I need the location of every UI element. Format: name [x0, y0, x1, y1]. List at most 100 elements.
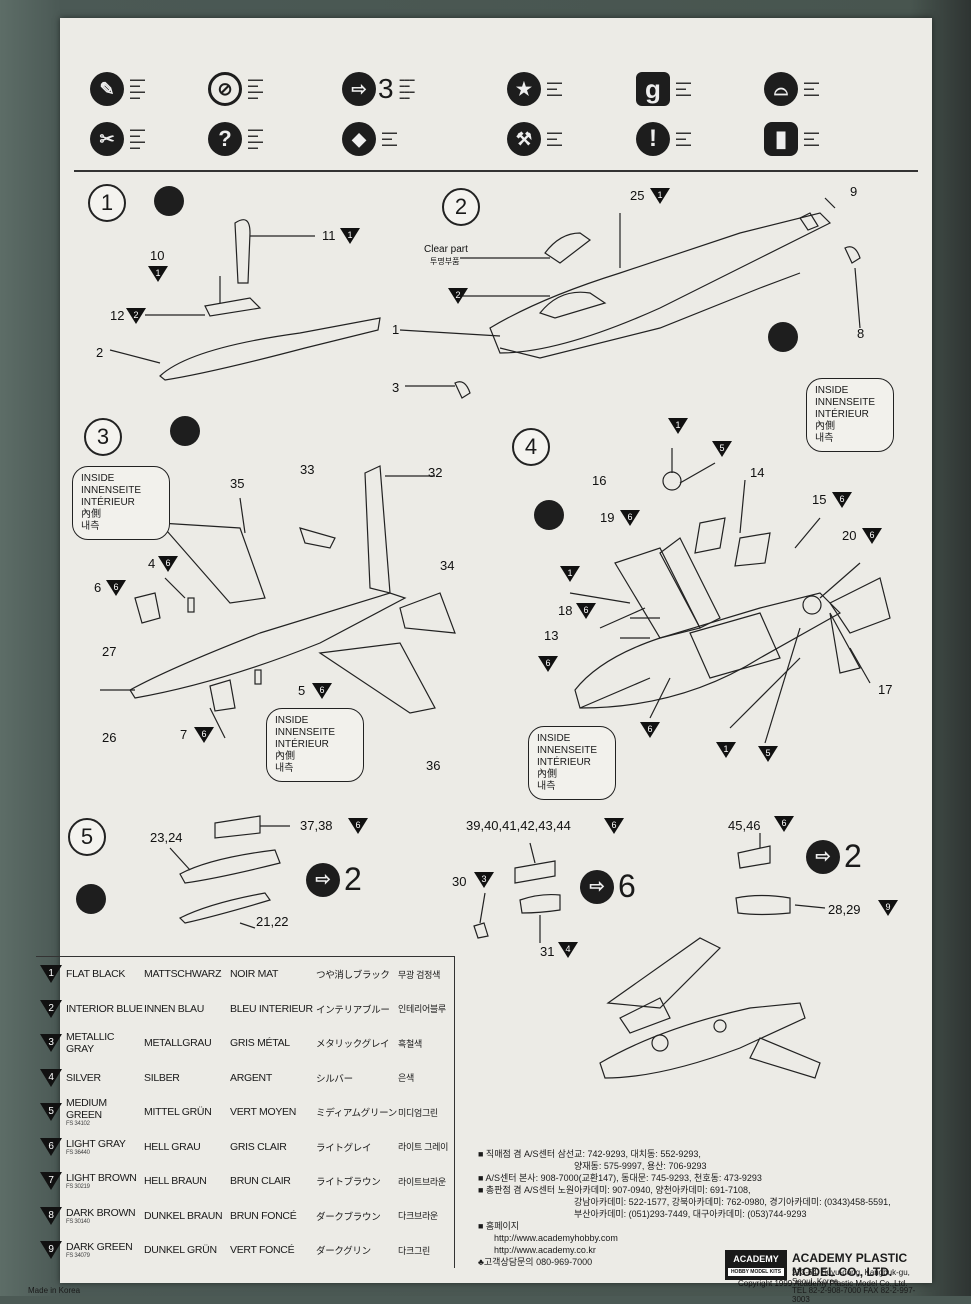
part-label: 15: [812, 492, 827, 507]
part-label: 23,24: [150, 830, 183, 845]
caution-icon: !: [636, 122, 670, 156]
paint-name-kr: 라이트브라운: [398, 1176, 446, 1187]
paint-name-jp: メタリックグレイ: [316, 1039, 390, 1051]
copyright-notice: Copyright 1999 Academy Plastic Model Co.…: [738, 1279, 908, 1288]
legend-symmetric: ◆ ▬▬▬▬▬▬▬▬: [342, 122, 397, 156]
inside-note-bubble: INSIDE INNENSEITE INTÉRIEUR 內側 내측: [806, 378, 894, 452]
svg-text:6: 6: [647, 724, 652, 734]
paint-marker: 5: [758, 746, 778, 762]
drill-icon: ⚒: [507, 122, 541, 156]
svg-text:7: 7: [48, 1175, 54, 1186]
svg-text:2: 2: [48, 1003, 54, 1014]
inside-note-bubble: INSIDE INNENSEITE INTÉRIEUR 內側 내측: [266, 708, 364, 782]
part-label: 6: [94, 580, 102, 595]
svg-text:1: 1: [675, 420, 680, 430]
fs-code: FS 30219: [66, 1184, 90, 1191]
paint-marker: 1: [340, 228, 360, 244]
svg-text:4: 4: [48, 1072, 54, 1083]
paint-number: 7: [36, 1172, 66, 1191]
instruction-sheet: ✎ ▬▬▬▬▬▬▬▬▬▬ ⊘ ▬▬▬▬▬▬▬▬▬▬ ⇨ 3 ▬▬▬▬▬▬▬▬▬▬…: [28, 18, 932, 1304]
question-icon: ?: [208, 122, 242, 156]
repeat-marker: ⇨ 2: [806, 838, 862, 875]
svg-text:6: 6: [583, 605, 588, 615]
paint-name-en: INTERIOR BLUE: [66, 1003, 144, 1015]
svg-text:2: 2: [133, 310, 138, 320]
paint-marker: 6: [604, 818, 624, 834]
step-1-drawing: [109, 219, 381, 381]
do-not-glue-icon: ⊘: [208, 72, 242, 106]
svg-text:1: 1: [657, 190, 662, 200]
svg-text:6: 6: [839, 494, 844, 504]
service-center-info: ■ 직매점 겸 A/S센터 삼선교: 742-9293, 대치동: 552-92…: [478, 1148, 891, 1268]
repeat-icon: ⇨: [342, 72, 376, 106]
contact-line: ■ 홈페이지: [478, 1221, 520, 1231]
contact-line: ■ A/S센터 본사: 908-7000(교환147), 동대문: 745-92…: [478, 1173, 762, 1183]
paint-en-text: LIGHT GRAY: [66, 1137, 126, 1150]
bubble-line: INTÉRIEUR: [81, 497, 135, 508]
paint-en-text: MEDIUM GREEN: [66, 1097, 107, 1122]
website-link[interactable]: http://www.academyhobby.com: [494, 1233, 618, 1243]
paint-name-fr: GRIS CLAIR: [230, 1140, 287, 1153]
svg-text:6: 6: [355, 820, 360, 830]
bubble-line: 內側: [81, 509, 101, 520]
paint-number: 8: [36, 1206, 66, 1225]
paint-marker: 6: [158, 556, 178, 572]
part-label: 39,40,41,42,43,44: [466, 818, 571, 833]
paint-marker: 6: [576, 603, 596, 619]
paint-en-text: LIGHT BROWN: [66, 1172, 137, 1185]
contact-line: 양재동: 575-9997, 용산: 706-9293: [574, 1161, 707, 1171]
part-label: 19: [600, 510, 615, 525]
svg-text:6: 6: [165, 558, 170, 568]
part-label: 2: [96, 345, 104, 360]
legend-glue: ✎ ▬▬▬▬▬▬▬▬▬▬: [90, 72, 145, 106]
paint-en-text: FLAT BLACK: [66, 968, 126, 981]
contact-line: 부산아카데미: (051)293-7449, 대구아카데미: (053)744-…: [574, 1209, 807, 1219]
svg-text:6: 6: [869, 530, 874, 540]
step-3-drawing: [100, 465, 456, 739]
paint-marker: 9: [878, 900, 898, 916]
paint-marker: 6: [538, 656, 558, 672]
step-3-number: 3: [84, 418, 122, 456]
paint-name-de: INNEN BLAU: [144, 1002, 205, 1015]
part-label: 34: [440, 558, 455, 573]
part-label: 8: [857, 326, 865, 341]
glue-icon: [768, 322, 798, 352]
paint-name-kr: 은색: [398, 1073, 414, 1084]
paint-name-de: HELL BRAUN: [144, 1175, 207, 1188]
website-link[interactable]: http://www.academy.co.kr: [494, 1245, 596, 1255]
repeat-marker: ⇨ 6: [580, 868, 636, 905]
paint-marker: 1: [560, 566, 580, 582]
bubble-line: 內側: [275, 751, 295, 762]
paint-name-jp: ライトグレイ: [316, 1142, 372, 1154]
bubble-line: 내측: [537, 781, 556, 792]
part-label: 26: [102, 730, 117, 745]
part-label: 5: [298, 683, 306, 698]
weight-icon: g: [636, 72, 670, 106]
part-label: 10: [150, 248, 165, 263]
paint-name-en: SILVER: [66, 1072, 144, 1084]
paint-name-fr: NOIR MAT: [230, 968, 279, 981]
paint-name-fr: BRUN FONCÉ: [230, 1209, 297, 1222]
legend-decal: ★ ▬▬▬▬▬▬▬▬: [507, 72, 562, 106]
paint-number: 1: [36, 965, 66, 984]
paint-marker: 6: [620, 510, 640, 526]
legend-divider: [74, 170, 918, 172]
repeat-count: 2: [844, 838, 862, 874]
part-label: 12: [110, 308, 125, 323]
paint-name-jp: つや消しブラック: [316, 970, 390, 982]
glue-icon: [154, 186, 184, 216]
part-label: 14: [750, 465, 765, 480]
paint-name-en: FLAT BLACK: [66, 968, 144, 980]
paint-name-jp: ダークブラウン: [316, 1211, 381, 1223]
bubble-line: INNENSEITE: [815, 397, 876, 408]
svg-text:9: 9: [885, 902, 890, 912]
part-label: 4: [148, 556, 156, 571]
svg-text:6: 6: [611, 820, 616, 830]
paint-marker: 6: [640, 722, 660, 738]
repeat-count: 6: [618, 868, 636, 904]
